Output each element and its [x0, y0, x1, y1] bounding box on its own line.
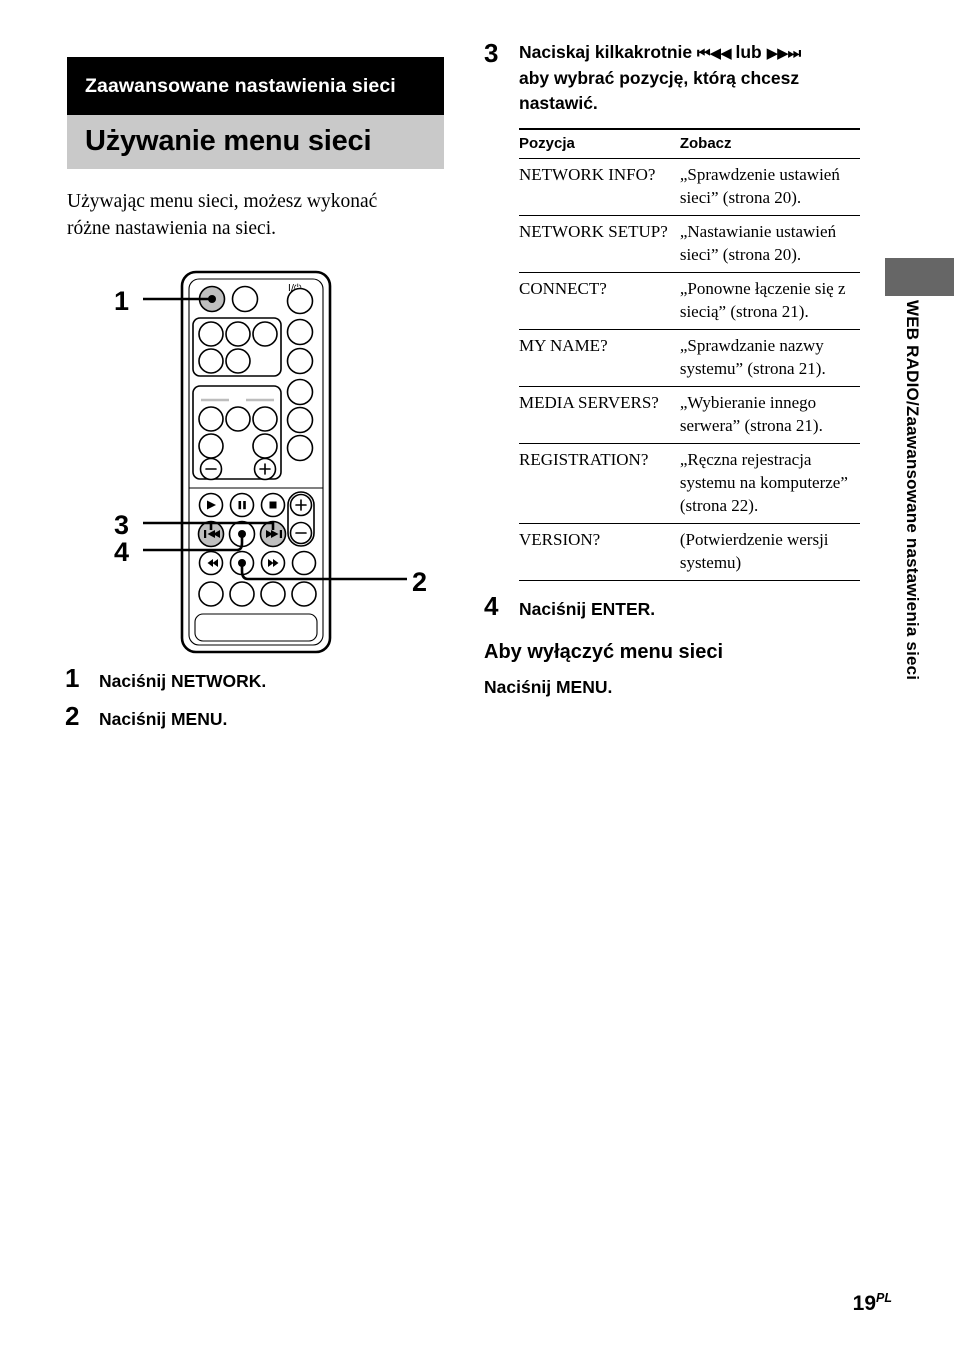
- table-row: VERSION? (Potwierdzenie wersji systemu): [519, 523, 860, 581]
- power-symbol-label: I/⏻: [288, 283, 302, 294]
- play-icon: [207, 500, 216, 510]
- rewind-icon: [207, 559, 218, 567]
- menu-item-reference: „Nastawianie ustawień sieci” (strona 20)…: [679, 215, 860, 273]
- closing-heading: Aby wyłączyć menu sieci: [484, 641, 724, 663]
- right-column: 3 Naciskaj kilkakrotnie ⏮◀◀ lub ▶▶⏭ aby …: [484, 40, 860, 701]
- section-title-band: Używanie menu sieci: [67, 115, 444, 169]
- menu-item-reference: „Ręczna rejestracja systemu na komputerz…: [679, 443, 860, 524]
- step-item-2: 2 Naciśnij MENU.: [65, 701, 445, 734]
- menu-item-name: MEDIA SERVERS?: [519, 386, 680, 444]
- step-label: Naciśnij ENTER.: [519, 599, 656, 619]
- menu-item-reference: „Wybieranie innego serwera” (strona 21).: [679, 386, 860, 444]
- column-header-see: Zobacz: [679, 128, 860, 159]
- menu-item-name: REGISTRATION?: [519, 443, 680, 524]
- enter-button-dot: [238, 559, 246, 567]
- callout-2: 2: [412, 567, 427, 597]
- column-header-item: Pozycja: [519, 128, 680, 159]
- table-row: REGISTRATION? „Ręczna rejestracja system…: [519, 443, 860, 524]
- menu-item-name: NETWORK SETUP?: [519, 215, 680, 273]
- network-button-dot: [208, 295, 216, 303]
- network-menu-table: Pozycja Zobacz NETWORK INFO? „Sprawdzeni…: [519, 128, 860, 581]
- skip-next-icon: [266, 530, 282, 538]
- table-header-row: Pozycja Zobacz: [519, 128, 860, 159]
- skip-next-icon: ▶▶⏭: [766, 44, 802, 62]
- table-row: CONNECT? „Ponowne łączenie się z siecią”…: [519, 272, 860, 330]
- side-tab-block: [885, 258, 954, 296]
- callout-4: 4: [114, 537, 129, 567]
- step-item-3: 3 Naciskaj kilkakrotnie ⏮◀◀ lub ▶▶⏭ aby …: [484, 40, 859, 116]
- menu-item-name: MY NAME?: [519, 329, 680, 387]
- remote-control-diagram: I/⏻: [67, 262, 447, 662]
- page-language-code: PL: [876, 1291, 892, 1305]
- left-column: Zaawansowane nastawienia sieci Używanie …: [67, 57, 444, 242]
- menu-item-reference: „Sprawdzenie ustawień sieci” (strona 20)…: [679, 158, 860, 216]
- side-tab-label: WEB RADIO/Zaawansowane nastawienia sieci: [903, 300, 922, 681]
- step-label: Naciśnij NETWORK.: [99, 671, 267, 691]
- step-number: 4: [484, 591, 499, 621]
- step-label: Naciskaj kilkakrotnie ⏮◀◀ lub ▶▶⏭ aby wy…: [519, 40, 859, 116]
- menu-item-name: CONNECT?: [519, 272, 680, 330]
- step3-line2: aby wybrać pozycję, którą chcesz: [519, 68, 800, 88]
- intro-paragraph: Używając menu sieci, możesz wykonać różn…: [67, 191, 378, 239]
- step-number: 3: [484, 38, 499, 68]
- table-row: MY NAME? „Sprawdzanie nazwy systemu” (st…: [519, 329, 860, 387]
- menu-item-name: NETWORK INFO?: [519, 158, 680, 216]
- table-row: MEDIA SERVERS? „Wybieranie innego serwer…: [519, 386, 860, 444]
- pause-icon: [238, 501, 246, 510]
- pause-button: [229, 492, 255, 518]
- step-number: 2: [65, 701, 80, 731]
- closing-body: Naciśnij MENU.: [484, 677, 613, 697]
- step-item-4: 4 Naciśnij ENTER.: [484, 591, 859, 624]
- stop-icon: [269, 501, 277, 509]
- chapter-title-band: Zaawansowane nastawienia sieci: [67, 57, 444, 115]
- callout-1: 1: [114, 286, 129, 316]
- table-row: NETWORK SETUP? „Nastawianie ustawień sie…: [519, 215, 860, 273]
- menu-button-dot: [238, 530, 246, 538]
- page-number-value: 19: [852, 1292, 877, 1315]
- page-number: 19PL: [853, 1291, 892, 1316]
- step3-line1-pre: Naciskaj kilkakrotnie: [519, 42, 698, 62]
- skip-prev-icon: [204, 530, 220, 538]
- menu-item-reference: „Sprawdzanie nazwy systemu” (strona 21).: [679, 329, 860, 387]
- step3-line3: nastawić.: [519, 93, 598, 113]
- left-steps-list: 1 Naciśnij NETWORK. 2 Naciśnij MENU.: [65, 663, 445, 739]
- table-row: NETWORK INFO? „Sprawdzenie ustawień siec…: [519, 158, 860, 216]
- step-label: Naciśnij MENU.: [99, 709, 228, 729]
- step-number: 1: [65, 663, 80, 693]
- menu-item-reference: (Potwierdzenie wersji systemu): [679, 523, 860, 581]
- step3-line1-mid: lub: [730, 42, 767, 62]
- skip-previous-icon: ⏮◀◀: [697, 44, 732, 62]
- step-item-1: 1 Naciśnij NETWORK.: [65, 663, 445, 696]
- callout-3: 3: [114, 510, 129, 540]
- menu-item-name: VERSION?: [519, 523, 680, 581]
- fast-forward-icon: [268, 559, 279, 567]
- menu-item-reference: „Ponowne łączenie się z siecią” (strona …: [679, 272, 860, 330]
